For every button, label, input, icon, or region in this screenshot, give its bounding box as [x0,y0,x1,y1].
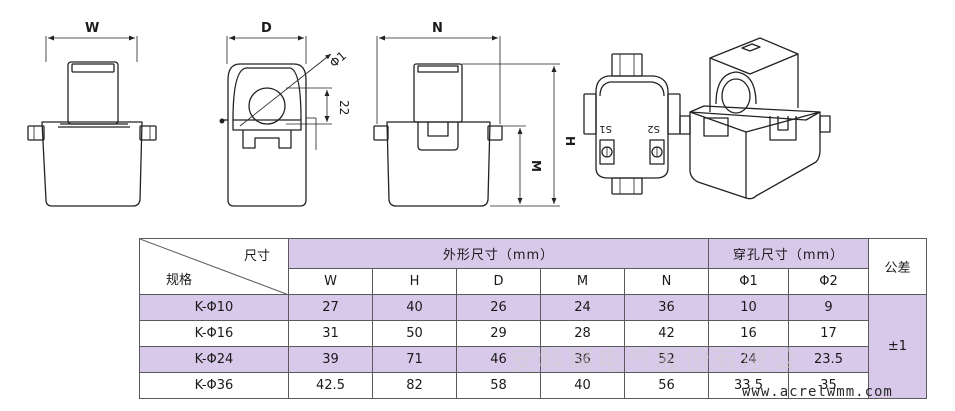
value-cell: 46 [456,346,541,373]
value-cell: 50 [372,320,457,347]
value-cell: 52 [624,346,709,373]
value-cell: 58 [456,372,541,399]
value-cell: 42.5 [288,372,373,399]
profile-view-drawing [373,35,560,207]
value-cell: 27 [288,294,373,321]
label-d: D [261,21,272,36]
column-header: Φ2 [788,268,869,295]
value-cell: 40 [372,294,457,321]
model-cell: K-Φ24 [139,346,289,373]
value-cell: 35 [788,372,869,399]
tolerance-value: ±1 [868,294,927,399]
value-cell: 24 [540,294,625,321]
column-header: D [456,268,541,295]
side-view-drawing [219,35,332,207]
table-row: K-Φ16 31 50 29 28 42 16 17 [139,320,927,347]
value-cell: 17 [788,320,869,347]
label-w: W [85,21,99,36]
value-cell: 33.5 [708,372,789,399]
value-cell: 36 [540,346,625,373]
label-m: M [529,160,543,172]
value-cell: 9 [788,294,869,321]
value-cell: 82 [372,372,457,399]
value-cell: 36 [624,294,709,321]
watermark-url: www.acrelwmm.com [742,384,893,400]
value-cell: 71 [372,346,457,373]
corner-size-label: 尺寸 [243,249,270,264]
value-cell: 24 [708,346,789,373]
outer-dimension-header: 外形尺寸（mm） [288,238,709,269]
value-cell: 28 [540,320,625,347]
value-cell: 42 [624,320,709,347]
column-header: Φ1 [708,268,789,295]
column-header: H [372,268,457,295]
label-phi1: Φ1 [327,49,349,71]
value-cell: 39 [288,346,373,373]
model-cell: K-Φ16 [139,320,289,347]
column-header: N [624,268,709,295]
model-cell: K-Φ10 [139,294,289,321]
value-cell: 56 [624,372,709,399]
terminal-view-drawing [583,53,681,195]
tolerance-header: 公差 [868,238,927,295]
corner-model-label: 规格 [166,273,193,288]
corner-diagonal [140,239,289,295]
column-header: W [288,268,373,295]
label-s1: S1 [599,123,612,134]
table-row: K-Φ10 27 40 26 24 36 10 9 ±1 [139,294,927,399]
model-cell: K-Φ36 [139,372,289,399]
value-cell: 29 [456,320,541,347]
label-s2: S2 [647,123,660,134]
label-22: 22 [337,100,351,115]
value-cell: 10 [708,294,789,321]
table-row: K-Φ36 42.5 82 58 40 56 33.5 35 [139,372,927,399]
label-h: H [563,136,577,146]
front-view-drawing [27,35,157,207]
table-corner: 尺寸 规格 [139,238,289,295]
value-cell: 40 [540,372,625,399]
value-cell: 23.5 [788,346,869,373]
label-n: N [432,21,443,36]
dimension-drawings: W D N Φ1 22 H M S1 S2 [27,21,831,207]
column-header: M [540,268,625,295]
table-row: K-Φ24 39 71 46 36 52 24 23.5 [139,346,927,373]
spec-table: 尺寸 规格 外形尺寸（mm） 穿孔尺寸（mm） 公差 W H D M N Φ1 … [139,238,927,399]
hole-dimension-header: 穿孔尺寸（mm） [708,238,869,269]
value-cell: 31 [288,320,373,347]
value-cell: 26 [456,294,541,321]
isometric-view-drawing [679,37,831,200]
value-cell: 16 [708,320,789,347]
